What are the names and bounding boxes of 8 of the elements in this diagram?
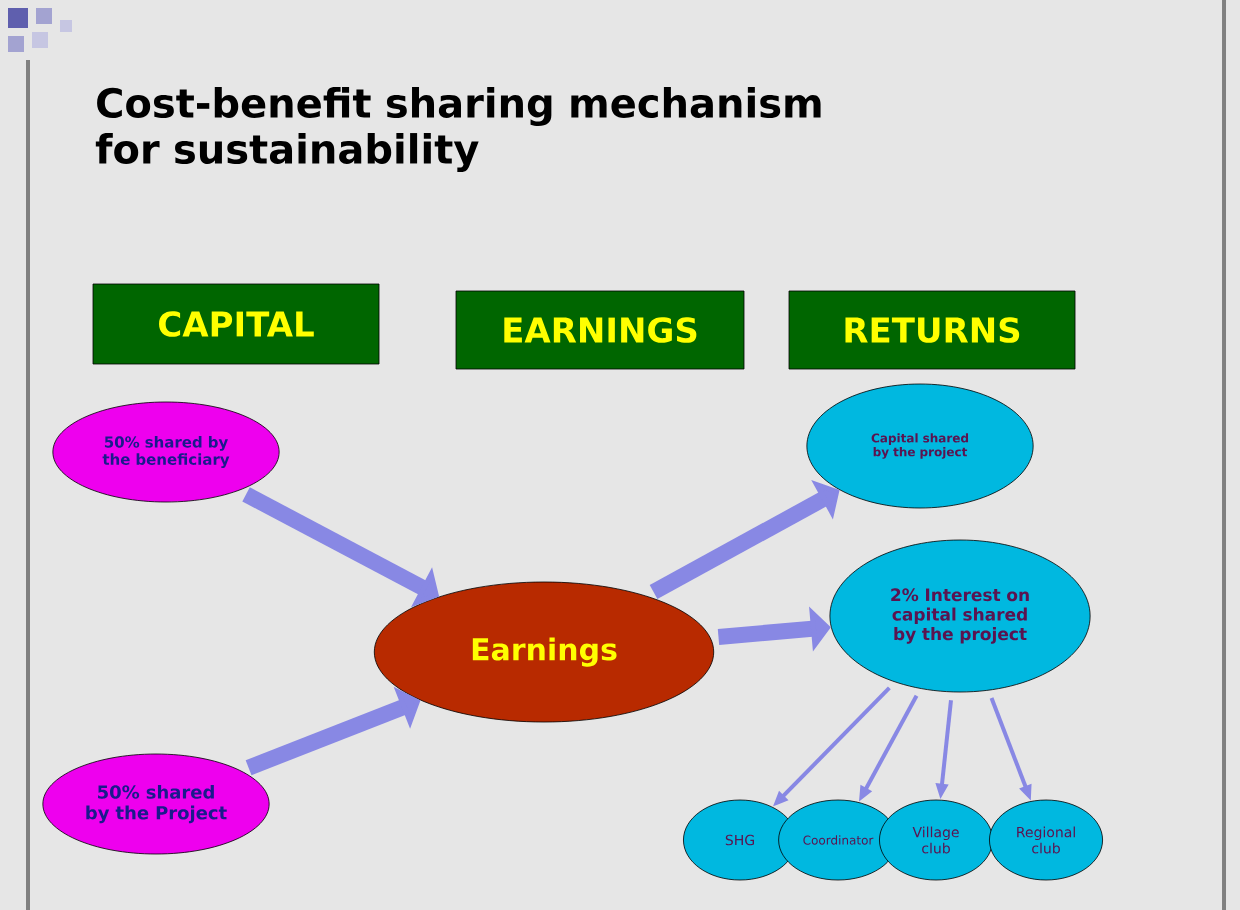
heading-box: RETURNS: [788, 290, 1076, 370]
arrow: [649, 479, 840, 599]
heading-box: CAPITAL: [92, 283, 380, 365]
ellipse-node: Earnings: [373, 581, 715, 723]
ellipse-node: 2% Interest on capital shared by the project: [829, 539, 1091, 693]
heading-box: EARNINGS: [455, 290, 745, 370]
title: Cost-benefit sharing mechanism for sustainability: [95, 87, 821, 173]
ellipse-node: 50% shared by the Project: [42, 753, 270, 855]
